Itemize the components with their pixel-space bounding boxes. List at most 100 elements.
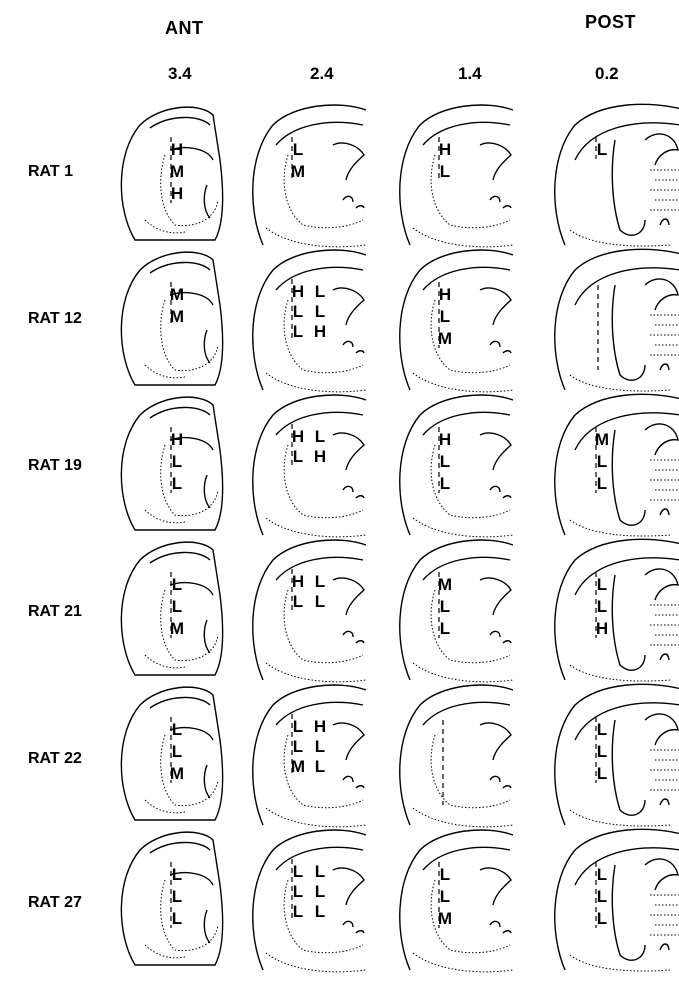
site-marker-r3-c2-4: H — [314, 447, 326, 466]
rat-label-4: RAT 21 — [28, 603, 82, 620]
rat-label-6: RAT 27 — [28, 894, 82, 911]
brain-section-r3-c2 — [252, 394, 366, 538]
site-marker-r4-c3-1: M — [438, 575, 452, 594]
site-marker-r4-c4-2: L — [597, 597, 607, 616]
site-marker-r3-c2-1: H — [292, 427, 304, 446]
rat-label-5: RAT 22 — [28, 750, 82, 767]
site-marker-r3-c3-2: L — [440, 452, 450, 471]
site-marker-r3-c1-3: L — [172, 474, 182, 493]
anterior-label: ANT — [165, 18, 204, 38]
site-marker-r2-c2-1: H — [292, 282, 304, 301]
site-marker-r1-c3-1: H — [439, 140, 451, 159]
brain-section-r2-c1 — [120, 251, 224, 386]
coordinate-label-1: 3.4 — [168, 64, 192, 83]
site-marker-r5-c4-2: L — [597, 742, 607, 761]
site-marker-r1-c2-2: M — [291, 162, 305, 181]
site-marker-r3-c3-3: L — [440, 474, 450, 493]
site-marker-r4-c2-4: L — [315, 592, 325, 611]
site-marker-r5-c1-2: L — [172, 742, 182, 761]
site-marker-r5-c1-3: M — [170, 764, 184, 783]
site-marker-r4-c1-2: L — [172, 597, 182, 616]
rat-label-2: RAT 12 — [28, 310, 82, 327]
site-marker-r5-c2-1: L — [293, 717, 303, 736]
site-marker-r6-c3-1: L — [440, 865, 450, 884]
site-marker-r1-c3-2: L — [440, 162, 450, 181]
site-marker-r6-c1-1: L — [172, 865, 182, 884]
site-marker-r3-c3-1: H — [439, 430, 451, 449]
site-marker-r6-c2-3: L — [293, 882, 303, 901]
site-marker-r1-c2-1: L — [293, 140, 303, 159]
site-marker-r3-c2-2: L — [315, 427, 325, 446]
brain-section-r6-c4 — [554, 828, 679, 972]
site-marker-r2-c1-1: M — [170, 285, 184, 304]
site-marker-r4-c2-3: L — [293, 592, 303, 611]
rat-label-3: RAT 19 — [28, 457, 82, 474]
site-marker-r6-c2-2: L — [315, 862, 325, 881]
site-marker-r4-c2-2: L — [315, 572, 325, 591]
site-marker-r2-c3-2: L — [440, 307, 450, 326]
site-marker-r4-c1-3: M — [170, 619, 184, 638]
site-marker-r3-c4-3: L — [597, 474, 607, 493]
site-marker-r5-c4-3: L — [597, 764, 607, 783]
brain-section-r1-c4 — [554, 103, 679, 247]
site-marker-r6-c4-1: L — [597, 865, 607, 884]
site-marker-r4-c4-3: H — [596, 619, 608, 638]
brain-section-r5-c1 — [120, 686, 224, 821]
brain-section-r5-c4 — [554, 683, 679, 827]
site-marker-r1-c4-1: L — [597, 140, 607, 159]
site-marker-r6-c2-1: L — [293, 862, 303, 881]
brain-section-r5-c2 — [252, 684, 366, 828]
site-marker-r4-c3-2: L — [440, 597, 450, 616]
site-marker-r4-c1-1: L — [172, 575, 182, 594]
site-marker-r6-c2-5: L — [293, 902, 303, 921]
site-marker-r1-c1-1: H — [171, 140, 183, 159]
site-marker-r2-c3-3: M — [438, 329, 452, 348]
coordinate-label-2: 2.4 — [310, 64, 334, 83]
site-marker-r3-c2-3: L — [293, 447, 303, 466]
brain-section-r6-c3 — [399, 829, 513, 973]
site-marker-r5-c1-1: L — [172, 720, 182, 739]
site-marker-r2-c2-3: L — [293, 302, 303, 321]
brain-section-r1-c2 — [252, 104, 366, 248]
site-marker-r2-c2-2: L — [315, 282, 325, 301]
site-marker-r2-c2-6: H — [314, 322, 326, 341]
site-marker-r1-c1-3: H — [171, 184, 183, 203]
site-marker-r6-c3-2: L — [440, 887, 450, 906]
site-marker-r6-c3-3: M — [438, 909, 452, 928]
site-marker-r3-c1-2: L — [172, 452, 182, 471]
site-marker-r6-c2-4: L — [315, 882, 325, 901]
site-marker-r5-c2-6: L — [315, 757, 325, 776]
brain-section-r1-c3 — [399, 104, 513, 248]
site-marker-r2-c3-1: H — [439, 285, 451, 304]
brain-section-r6-c2 — [252, 829, 366, 973]
site-marker-r4-c3-3: L — [440, 619, 450, 638]
site-marker-r2-c2-5: L — [293, 322, 303, 341]
site-marker-r6-c4-2: L — [597, 887, 607, 906]
site-marker-r6-c4-3: L — [597, 909, 607, 928]
site-marker-r6-c1-3: L — [172, 909, 182, 928]
brain-section-r4-c2 — [252, 539, 366, 683]
site-marker-r4-c4-1: L — [597, 575, 607, 594]
brain-section-r5-c3 — [399, 684, 513, 828]
site-marker-r1-c1-2: M — [170, 162, 184, 181]
posterior-label: POST — [585, 12, 637, 32]
site-marker-r3-c4-1: M — [595, 430, 609, 449]
rat-label-1: RAT 1 — [28, 163, 74, 180]
site-marker-r5-c2-3: L — [293, 737, 303, 756]
site-marker-r4-c2-1: H — [292, 572, 304, 591]
brain-section-r4-c1 — [120, 541, 224, 676]
coordinate-label-4: 0.2 — [595, 64, 619, 83]
site-marker-r2-c1-2: M — [170, 307, 184, 326]
brain-section-r3-c4 — [554, 393, 679, 537]
coordinate-label-3: 1.4 — [458, 64, 482, 83]
brain-section-r4-c4 — [554, 538, 679, 682]
site-marker-r5-c4-1: L — [597, 720, 607, 739]
site-marker-r3-c4-2: L — [597, 452, 607, 471]
brain-section-r2-c3 — [399, 249, 513, 393]
site-marker-r2-c2-4: L — [315, 302, 325, 321]
brain-section-r4-c3 — [399, 539, 513, 683]
brain-section-r3-c1 — [120, 396, 224, 531]
brain-section-r1-c1 — [120, 106, 224, 241]
brain-section-r2-c4 — [554, 248, 679, 392]
